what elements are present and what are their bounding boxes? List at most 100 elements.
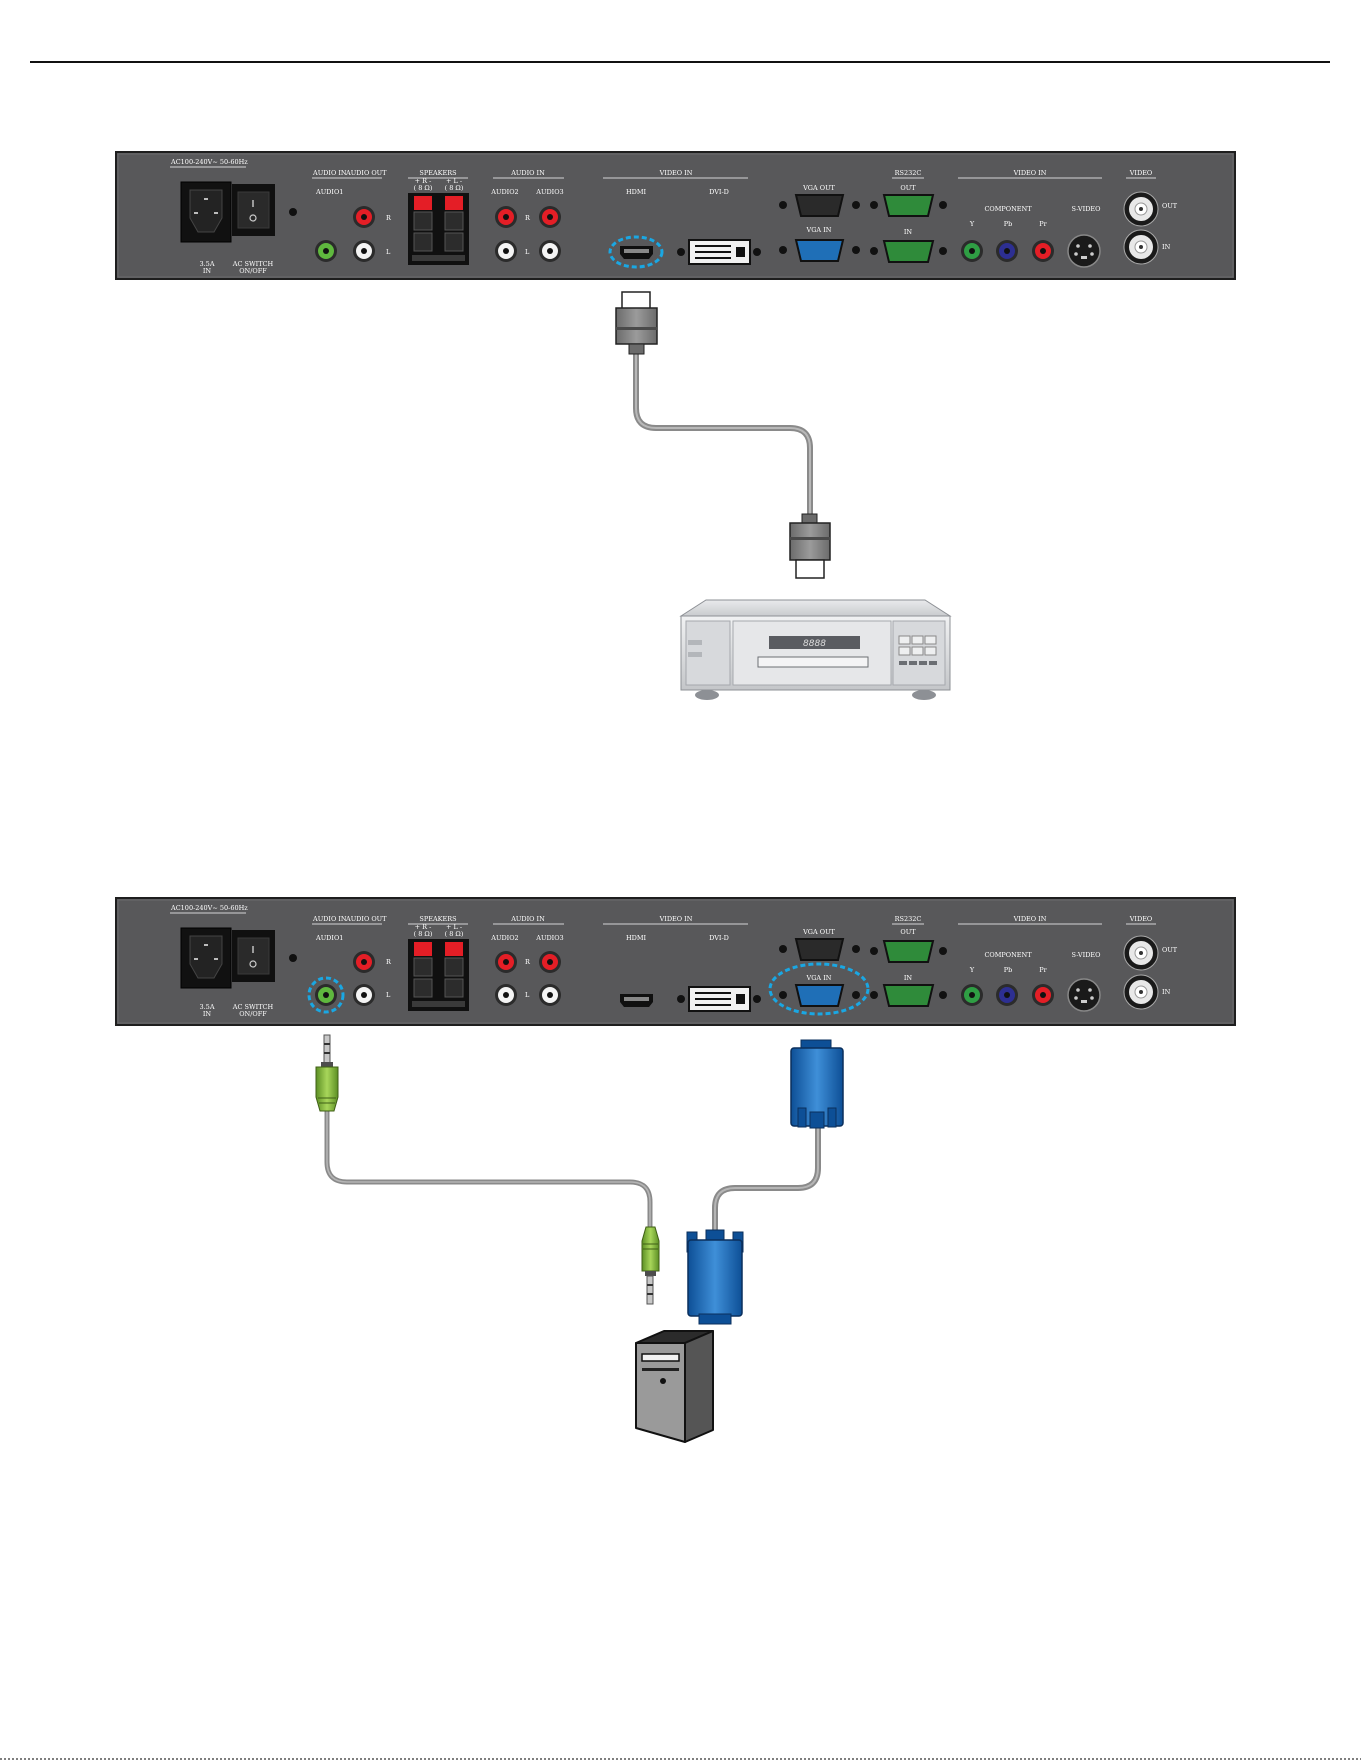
component-pr-jack[interactable] (1032, 240, 1054, 262)
vga-out-label: VGA OUT (802, 184, 835, 192)
audio1-highlight (307, 976, 345, 1014)
audio1-jack[interactable] (315, 984, 337, 1006)
vga-cable (712, 1125, 821, 1238)
audio-out-l-jack[interactable] (353, 240, 375, 262)
speaker-terminals[interactable] (408, 193, 469, 265)
ground-screw (289, 954, 297, 962)
vga-in-highlight (768, 962, 870, 1016)
ground-screw (289, 208, 297, 216)
comp-pb-label: Pb (1004, 966, 1013, 974)
power-label: AC100-240V~ 50-60Hz (170, 158, 248, 166)
audio3-r-jack[interactable] (539, 951, 561, 973)
switch-label-2: ON/OFF (239, 1010, 267, 1018)
pc-tower-icon (635, 1330, 714, 1443)
rs232-in-port[interactable] (870, 240, 947, 263)
vga-in-port[interactable] (779, 239, 860, 262)
vga-out-label: VGA OUT (802, 928, 835, 936)
vga-in-label: VGA IN (806, 226, 832, 234)
svideo-port[interactable] (1067, 234, 1101, 268)
speakers-label: SPEAKERS (419, 169, 456, 177)
power-socket-icon (180, 181, 232, 243)
vga-in-label: VGA IN (806, 974, 832, 982)
hdmi-cable (633, 347, 813, 523)
component-y-jack[interactable] (961, 984, 983, 1006)
vga-out-port[interactable] (779, 938, 860, 961)
audio3-label: AUDIO3 (535, 188, 563, 196)
power-switch-icon[interactable] (232, 184, 275, 236)
component-pb-jack[interactable] (996, 240, 1018, 262)
audio3-l-jack[interactable] (539, 984, 561, 1006)
spk-l-ohm: ( 8 Ω) (445, 184, 464, 192)
video-in-jack[interactable] (1123, 229, 1159, 265)
hdmi-port[interactable] (620, 246, 653, 259)
ch-l2-label: L (525, 991, 530, 999)
ch-r-label: R (386, 214, 392, 222)
power-switch-icon[interactable] (232, 930, 275, 982)
hdmi-plug-icon (615, 291, 658, 355)
audio-out-r-jack[interactable] (353, 206, 375, 228)
video-out-jack[interactable] (1123, 935, 1159, 971)
component-pb-jack[interactable] (996, 984, 1018, 1006)
video-out-label: OUT (1162, 946, 1178, 954)
rear-panel-1: AC100-240V~ 50-60Hz 3.5A IN AC SWITCH ON… (115, 151, 1236, 280)
audio1-label: AUDIO1 (315, 934, 343, 942)
audio3-l-jack[interactable] (539, 240, 561, 262)
audio-in-label: AUDIO IN (312, 915, 347, 923)
audio-in-label: AUDIO IN (312, 169, 347, 177)
vga-out-port[interactable] (779, 194, 860, 217)
switch-label-1: AC SWITCH (232, 1003, 274, 1011)
rs232-out-port[interactable] (870, 194, 947, 217)
fuse-label-2: IN (203, 267, 212, 275)
video-label: VIDEO (1129, 169, 1153, 177)
audio2-r-jack[interactable] (495, 206, 517, 228)
component-label: COMPONENT (984, 951, 1032, 959)
speakers-label: SPEAKERS (419, 915, 456, 923)
audio2-r-jack[interactable] (495, 951, 517, 973)
spk-l-label: + L - (446, 177, 462, 185)
svideo-label: S-VIDEO (1072, 951, 1101, 959)
power-socket-icon (180, 927, 232, 989)
audio1-label: AUDIO1 (315, 188, 343, 196)
speaker-terminals[interactable] (408, 939, 469, 1011)
audio-plug-icon (315, 1034, 339, 1112)
rear-panel-2: AC100-240V~ 50-60Hz 3.5A IN AC SWITCH ON… (115, 897, 1236, 1026)
comp-y-label: Y (969, 966, 975, 974)
comp-pb-label: Pb (1004, 220, 1013, 228)
fuse-label-1: 3.5A (199, 260, 214, 268)
audio3-r-jack[interactable] (539, 206, 561, 228)
video-out-jack[interactable] (1123, 191, 1159, 227)
vga-plug-icon (790, 1039, 844, 1129)
video-in-jack[interactable] (1123, 974, 1159, 1010)
audio1-jack[interactable] (315, 240, 337, 262)
rs232-out-port[interactable] (870, 940, 947, 963)
spk-l-ohm: ( 8 Ω) (445, 930, 464, 938)
audio-in2-label: AUDIO IN (510, 915, 545, 923)
audio2-l-jack[interactable] (495, 240, 517, 262)
spk-r-ohm: ( 8 Ω) (414, 930, 433, 938)
hdmi-label: HDMI (626, 188, 647, 196)
ch-l-label: L (386, 991, 391, 999)
power-label: AC100-240V~ 50-60Hz (170, 904, 248, 912)
ch-l-label: L (386, 248, 391, 256)
vga-in-port[interactable] (779, 984, 860, 1007)
video-in3-label: IN (1162, 243, 1171, 251)
component-y-jack[interactable] (961, 240, 983, 262)
ch-l2-label: L (525, 248, 530, 256)
audio-out-l-jack[interactable] (353, 984, 375, 1006)
video-label: VIDEO (1129, 915, 1153, 923)
audio-out-label: AUDIO OUT (345, 169, 387, 177)
audio-cable (324, 1107, 653, 1248)
svideo-port[interactable] (1067, 978, 1101, 1012)
rs232-in-port[interactable] (870, 984, 947, 1007)
video-in-label: VIDEO IN (659, 169, 693, 177)
dvi-port[interactable] (677, 986, 761, 1012)
audio-out-r-jack[interactable] (353, 951, 375, 973)
audio-plug-icon (641, 1226, 660, 1305)
component-pr-jack[interactable] (1032, 984, 1054, 1006)
hdmi-port[interactable] (620, 994, 653, 1007)
dvi-port[interactable] (677, 239, 761, 265)
audio-in2-label: AUDIO IN (510, 169, 545, 177)
video-out-label: OUT (1162, 202, 1178, 210)
audio2-l-jack[interactable] (495, 984, 517, 1006)
